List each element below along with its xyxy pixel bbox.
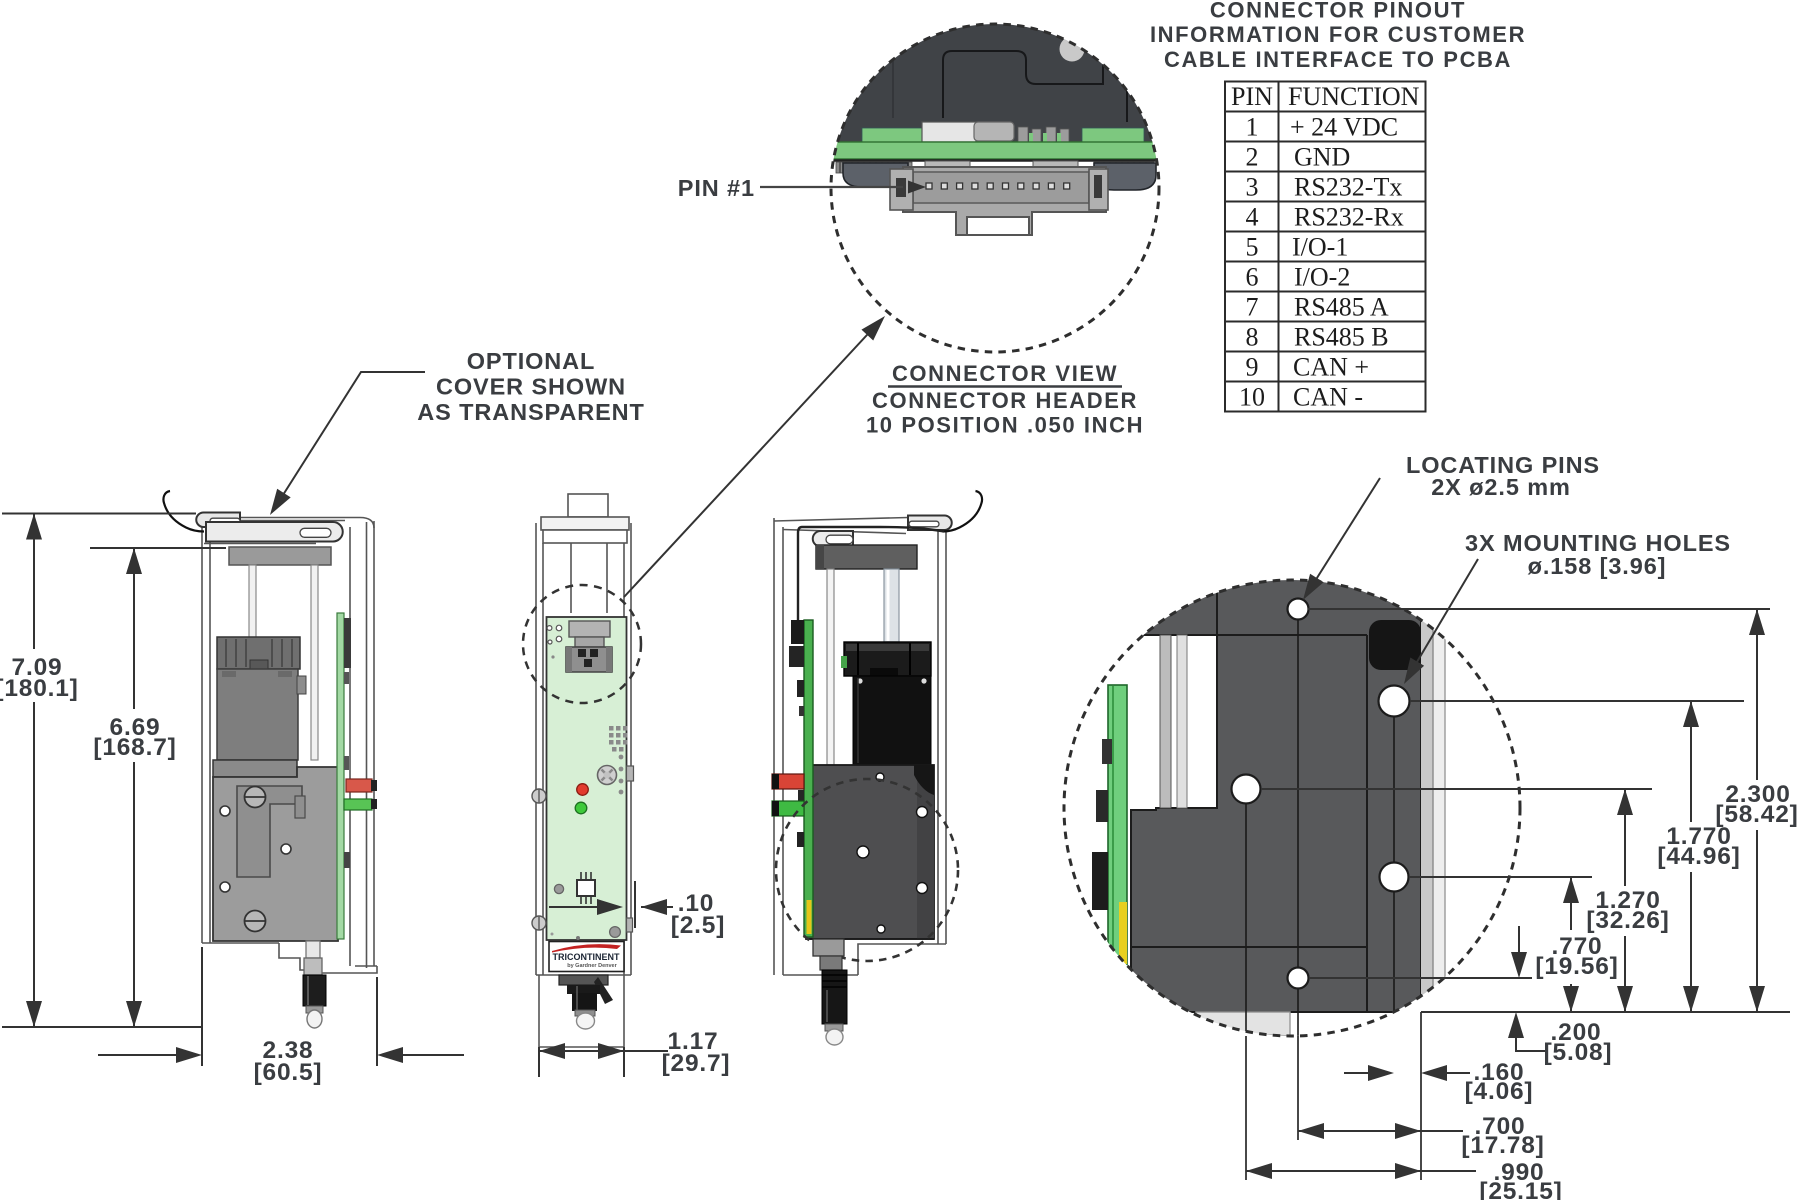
svg-text:.160: .160 (1474, 1059, 1525, 1086)
svg-text:RS232-Tx: RS232-Tx (1294, 173, 1402, 202)
svg-text:TRICONTINENT: TRICONTINENT (553, 952, 620, 962)
svg-text:RS485 A: RS485 A (1294, 293, 1389, 322)
svg-text:CONNECTOR PINOUT: CONNECTOR PINOUT (1210, 0, 1466, 23)
svg-text:[19.56]: [19.56] (1535, 953, 1618, 980)
svg-text:[58.42]: [58.42] (1715, 801, 1798, 828)
svg-text:I/O-2: I/O-2 (1294, 263, 1350, 292)
svg-text:.200: .200 (1551, 1019, 1602, 1046)
svg-text:7: 7 (1246, 293, 1259, 322)
svg-text:[17.78]: [17.78] (1461, 1132, 1544, 1159)
svg-text:INFORMATION FOR CUSTOMER: INFORMATION FOR CUSTOMER (1150, 22, 1526, 47)
svg-text:[2.5]: [2.5] (671, 912, 725, 939)
svg-text:1.270: 1.270 (1595, 887, 1660, 914)
svg-text:+ 24 VDC: + 24 VDC (1290, 113, 1398, 142)
svg-text:ø.158 [3.96]: ø.158 [3.96] (1528, 553, 1667, 579)
svg-text:[60.5]: [60.5] (254, 1059, 323, 1086)
svg-text:[29.7]: [29.7] (662, 1050, 731, 1077)
svg-text:CONNECTOR VIEW: CONNECTOR VIEW (892, 361, 1118, 386)
svg-text:2X ø2.5 mm: 2X ø2.5 mm (1431, 474, 1571, 500)
svg-text:1.17: 1.17 (668, 1028, 719, 1055)
svg-text:CAN -: CAN - (1293, 383, 1363, 412)
svg-text:6: 6 (1246, 263, 1259, 292)
svg-text:1.770: 1.770 (1666, 823, 1731, 850)
svg-text:10 POSITION .050 INCH: 10 POSITION .050 INCH (866, 413, 1144, 438)
svg-text:7.09: 7.09 (12, 654, 63, 681)
svg-text:.770: .770 (1552, 933, 1603, 960)
svg-text:2: 2 (1246, 143, 1259, 172)
svg-text:FUNCTION: FUNCTION (1288, 82, 1420, 111)
svg-text:CAN +: CAN + (1293, 353, 1369, 382)
svg-text:I/O-1: I/O-1 (1292, 233, 1348, 262)
svg-text:[5.08]: [5.08] (1544, 1039, 1613, 1066)
svg-text:AS TRANSPARENT: AS TRANSPARENT (417, 399, 645, 425)
svg-text:GND: GND (1294, 143, 1350, 172)
svg-text:3: 3 (1246, 173, 1259, 202)
svg-text:CABLE INTERFACE TO PCBA: CABLE INTERFACE TO PCBA (1164, 47, 1512, 72)
svg-text:8: 8 (1246, 323, 1259, 352)
svg-text:RS485 B: RS485 B (1294, 323, 1389, 352)
svg-text:1: 1 (1246, 113, 1259, 142)
svg-text:LOCATING PINS: LOCATING PINS (1406, 452, 1600, 478)
svg-text:.990: .990 (1494, 1159, 1545, 1186)
svg-text:10: 10 (1239, 383, 1265, 412)
svg-text:COVER SHOWN: COVER SHOWN (436, 374, 626, 400)
svg-text:4: 4 (1246, 203, 1259, 232)
svg-text:by Gardner Denver: by Gardner Denver (567, 963, 617, 969)
svg-text:3X MOUNTING HOLES: 3X MOUNTING HOLES (1465, 530, 1731, 556)
svg-text:.700: .700 (1475, 1113, 1526, 1140)
svg-text:6.69: 6.69 (110, 714, 161, 741)
svg-text:[25.15]: [25.15] (1479, 1178, 1562, 1200)
svg-text:[168.7]: [168.7] (93, 734, 176, 761)
svg-text:RS232-Rx: RS232-Rx (1294, 203, 1404, 232)
svg-text:5: 5 (1246, 233, 1259, 262)
svg-text:[32.26]: [32.26] (1586, 907, 1669, 934)
svg-text:CONNECTOR HEADER: CONNECTOR HEADER (872, 388, 1138, 413)
svg-text:9: 9 (1246, 353, 1259, 382)
svg-text:[44.96]: [44.96] (1657, 843, 1740, 870)
svg-text:PIN: PIN (1231, 82, 1273, 111)
svg-text:.10: .10 (678, 890, 714, 917)
svg-text:OPTIONAL: OPTIONAL (467, 348, 596, 374)
svg-text:2.38: 2.38 (263, 1037, 314, 1064)
svg-text:2.300: 2.300 (1725, 781, 1790, 808)
svg-text:[4.06]: [4.06] (1465, 1078, 1534, 1105)
svg-text:PIN #1: PIN #1 (678, 175, 755, 201)
svg-text:[180.1]: [180.1] (0, 675, 79, 702)
